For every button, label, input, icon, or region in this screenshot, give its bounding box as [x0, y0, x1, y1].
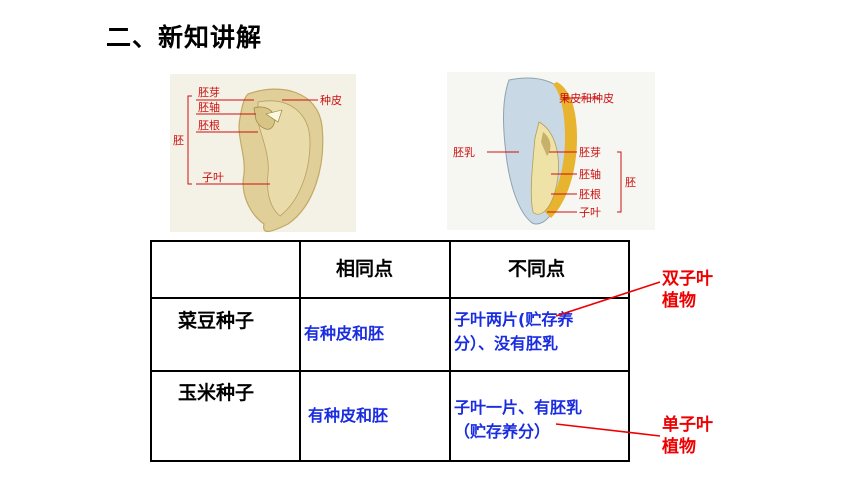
bean-plumule-shape [253, 106, 276, 130]
table-header-diff: 不同点 [508, 258, 566, 280]
table-divider-row [152, 370, 628, 372]
corn-embryo-shape [530, 121, 559, 215]
corn-label-radicle: 胚根 [579, 187, 601, 201]
corn-label-plumule: 胚芽 [579, 145, 601, 159]
bean-cotyledon-shape [257, 100, 311, 217]
note-dicot-line2: 植物 [662, 291, 696, 311]
corn-seed-diagram: 果皮和种皮 胚乳 胚芽 胚轴 胚根 子叶 胚 [447, 72, 655, 230]
bean-label-embryo: 胚 [173, 134, 184, 147]
table-row-bean-diff-line2: 分）、没有胚乳 [454, 334, 559, 353]
corn-label-cotyledon: 子叶 [579, 206, 601, 219]
table-row-bean-name: 菜豆种子 [178, 310, 255, 332]
table-header-same: 相同点 [336, 258, 394, 280]
bean-seed-diagram: 胚芽 胚轴 胚根 子叶 胚 种皮 [170, 74, 356, 232]
bean-seed-svg: 胚芽 胚轴 胚根 子叶 胚 种皮 [170, 74, 356, 232]
table-divider-header [152, 297, 628, 299]
page-title: 二、新知讲解 [106, 23, 263, 52]
table-row-corn-name: 玉米种子 [178, 382, 255, 404]
bean-label-radicle: 胚根 [198, 118, 220, 132]
note-monocot: 单子叶 植物 [662, 414, 713, 458]
table-row-bean-same: 有种皮和胚 [304, 324, 385, 343]
table-divider-col1 [299, 242, 301, 460]
corn-label-pericarp-seed-coat: 果皮和种皮 [559, 91, 614, 105]
table-divider-col2 [449, 242, 451, 460]
comparison-table: 相同点 不同点 菜豆种子 有种皮和胚 子叶两片(贮存养 分）、没有胚乳 玉米种子… [150, 240, 630, 462]
table-row-corn-same: 有种皮和胚 [308, 406, 389, 425]
corn-seed-svg: 果皮和种皮 胚乳 胚芽 胚轴 胚根 子叶 胚 [447, 72, 655, 230]
bean-label-hypocotyl: 胚轴 [198, 100, 220, 114]
corn-pericarp-shape [545, 82, 577, 218]
bean-label-seed-coat: 种皮 [320, 93, 342, 107]
note-dicot-line1: 双子叶 [662, 269, 713, 289]
note-monocot-line2: 植物 [662, 437, 696, 457]
table-row-corn-diff-line1: 子叶一片、有胚乳 [454, 398, 583, 417]
note-dicot: 双子叶 植物 [662, 268, 713, 312]
corn-label-endosperm: 胚乳 [453, 146, 475, 159]
corn-label-hypocotyl: 胚轴 [579, 167, 601, 181]
table-row-bean-diff-line1: 子叶两片(贮存养 [454, 310, 574, 329]
bean-label-cotyledon: 子叶 [202, 171, 224, 184]
note-monocot-line1: 单子叶 [662, 415, 713, 435]
bean-label-plumule: 胚芽 [198, 85, 220, 99]
corn-label-embryo: 胚 [625, 176, 636, 189]
table-row-corn-diff-line2: （贮存养分） [454, 422, 551, 441]
